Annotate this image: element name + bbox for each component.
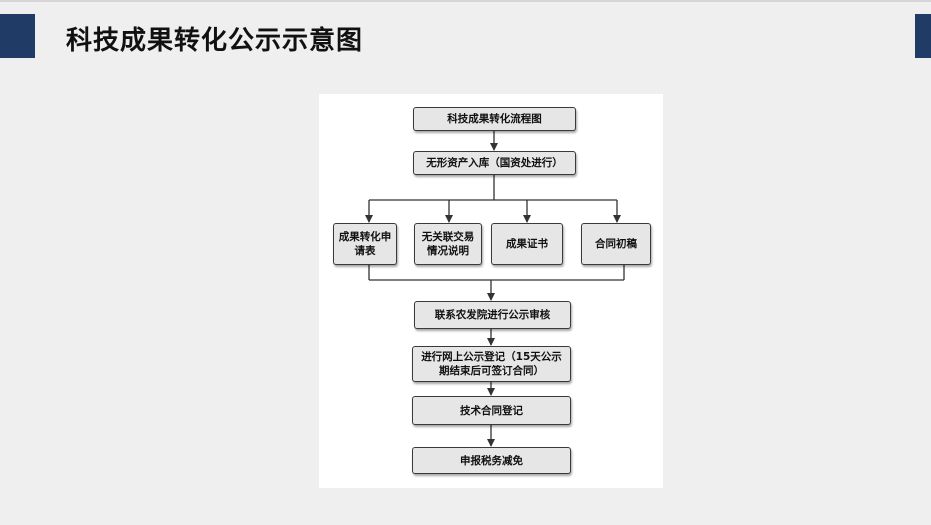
node-flow-title: 科技成果转化流程图	[413, 107, 576, 131]
node-doc-certificate: 成果证书	[491, 223, 563, 265]
slide-title: 科技成果转化公示示意图	[66, 26, 364, 56]
node-asset-storage: 无形资产入库（国资处进行）	[413, 151, 576, 175]
node-contract-registration: 技术合同登记	[412, 396, 571, 425]
flowchart-panel: 科技成果转化流程图 无形资产入库（国资处进行） 成果转化申请表 无关联交易情况说…	[319, 94, 663, 488]
node-review: 联系农发院进行公示审核	[414, 301, 571, 329]
node-publicity-registration: 进行网上公示登记（15天公示期结束后可签订合同）	[412, 346, 571, 382]
top-divider	[0, 0, 931, 2]
node-tax-relief: 申报税务减免	[412, 447, 571, 474]
left-accent-bar	[0, 14, 35, 58]
node-doc-application: 成果转化申请表	[333, 223, 397, 265]
node-doc-contract-draft: 合同初稿	[581, 223, 651, 265]
node-doc-no-related-transaction: 无关联交易情况说明	[414, 223, 482, 265]
right-accent-bar	[915, 14, 931, 58]
flowchart-connectors	[365, 131, 625, 447]
